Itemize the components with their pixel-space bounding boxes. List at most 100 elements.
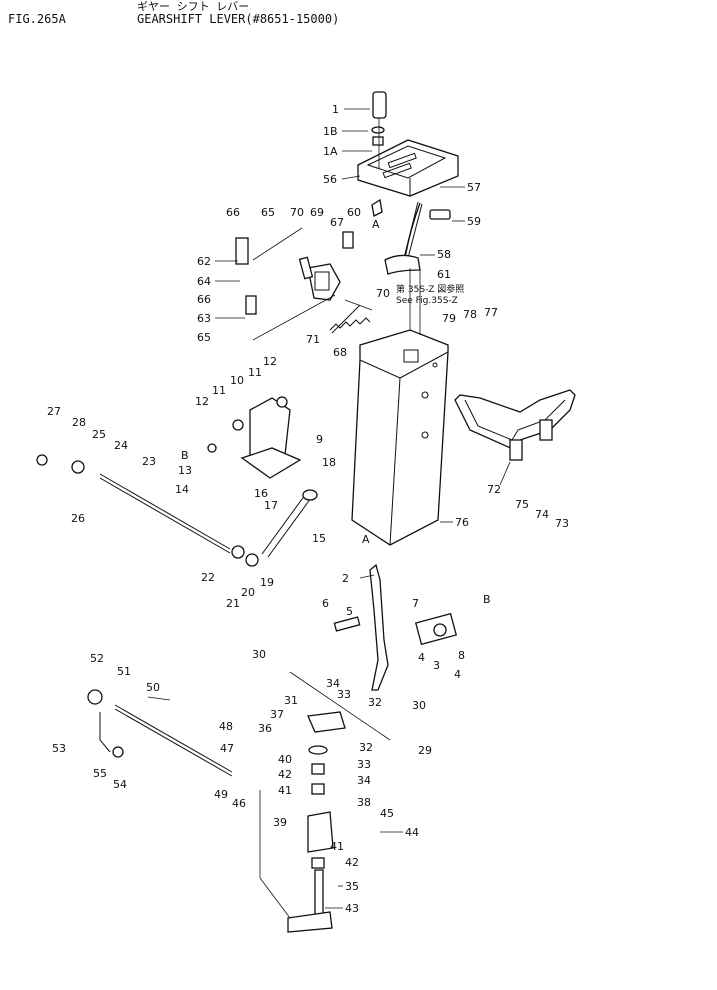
diagram-title: GEARSHIFT LEVER(#8651-15000): [137, 12, 340, 26]
callout-9: 9: [316, 433, 323, 446]
shift-cover-part: [357, 139, 459, 197]
callout-53: 53: [52, 742, 66, 755]
callout-70b: 70: [376, 287, 390, 300]
callout-8: 8: [458, 649, 465, 662]
callout-47: 47: [220, 742, 234, 755]
callout-16: 16: [254, 487, 268, 500]
callout-45: 45: [380, 807, 394, 820]
callout-51: 51: [117, 665, 131, 678]
callout-30a: 30: [252, 648, 266, 661]
callout-11a: 11: [248, 366, 262, 379]
callout-69: 69: [310, 206, 324, 219]
callout-50: 50: [146, 681, 160, 694]
callout-6: 6: [322, 597, 329, 610]
callout-5: 5: [346, 605, 353, 618]
callout-34a: 34: [326, 677, 340, 690]
callout-15: 15: [312, 532, 326, 545]
callout-44: 44: [405, 826, 419, 839]
callout-13: 13: [178, 464, 192, 477]
callout-65b: 65: [197, 331, 211, 344]
callout-77: 77: [484, 306, 498, 319]
callout-4b: 4: [454, 668, 461, 681]
callout-52: 52: [90, 652, 104, 665]
callout-54: 54: [113, 778, 127, 791]
callout-28: 28: [72, 416, 86, 429]
callout-33a: 33: [337, 688, 351, 701]
callout-36: 36: [258, 722, 272, 735]
callout-30b: 30: [412, 699, 426, 712]
callout-26: 26: [71, 512, 85, 525]
callout-62: 62: [197, 255, 211, 268]
callout-12a: 12: [263, 355, 277, 368]
callout-23: 23: [142, 455, 156, 468]
marker-a1: A: [362, 533, 370, 546]
callout-20: 20: [241, 586, 255, 599]
reference-note-jp: 第 35S-Z 図参照: [396, 283, 464, 295]
callout-60: 60: [347, 206, 361, 219]
callout-49: 49: [214, 788, 228, 801]
callout-37: 37: [270, 708, 284, 721]
rod-23-part: [36, 454, 259, 567]
callout-29: 29: [418, 744, 432, 757]
callout-41a: 41: [278, 784, 292, 797]
callout-32b: 32: [359, 741, 373, 754]
figure-number: FIG.265A: [8, 12, 66, 26]
callout-39: 39: [273, 816, 287, 829]
callout-19: 19: [260, 576, 274, 589]
callout-74: 74: [535, 508, 549, 521]
callout-43: 43: [345, 902, 359, 915]
callout-75: 75: [515, 498, 529, 511]
shift-lever-rod: [403, 201, 451, 259]
marker-b1: B: [181, 449, 189, 462]
callout-61: 61: [437, 268, 451, 281]
callout-1a: 1A: [323, 145, 338, 158]
callout-57: 57: [467, 181, 481, 194]
callout-17: 17: [264, 499, 278, 512]
callout-31: 31: [284, 694, 298, 707]
lower-lever-part: [333, 563, 458, 691]
callout-18: 18: [322, 456, 336, 469]
callout-25: 25: [92, 428, 106, 441]
callout-24: 24: [114, 439, 128, 452]
column-housing-part: [351, 329, 449, 546]
callout-65a: 65: [261, 206, 275, 219]
callout-labels: 1 1B 1A 56 57 59 58 61 60 70 69 67 66 65…: [47, 103, 569, 915]
reference-note-en: See Fig.35S-Z: [396, 296, 458, 306]
callout-33b: 33: [357, 758, 371, 771]
callout-63: 63: [197, 312, 211, 325]
marker-a2: A: [372, 218, 380, 231]
callout-79: 79: [442, 312, 456, 325]
callout-72: 72: [487, 483, 501, 496]
callout-21: 21: [226, 597, 240, 610]
callout-12b: 12: [195, 395, 209, 408]
callout-71: 71: [306, 333, 320, 346]
knob-part: [371, 91, 387, 146]
callout-38: 38: [357, 796, 371, 809]
guard-frame-part: [454, 389, 576, 461]
lever-bracket-part: [235, 198, 421, 315]
callout-73: 73: [555, 517, 569, 530]
callout-46: 46: [232, 797, 246, 810]
bellcrank-part: [287, 711, 346, 933]
callout-32a: 32: [368, 696, 382, 709]
callout-67: 67: [330, 216, 344, 229]
callout-34b: 34: [357, 774, 371, 787]
callout-11b: 11: [212, 384, 226, 397]
callout-35: 35: [345, 880, 359, 893]
callout-41b: 41: [330, 840, 344, 853]
bracket-9-part: [207, 396, 302, 479]
callout-66b: 66: [197, 293, 211, 306]
callout-27: 27: [47, 405, 61, 418]
callout-55: 55: [93, 767, 107, 780]
callout-76: 76: [455, 516, 469, 529]
callout-40: 40: [278, 753, 292, 766]
callout-1: 1: [332, 103, 339, 116]
callout-1b: 1B: [323, 125, 338, 138]
callout-42b: 42: [345, 856, 359, 869]
callout-59: 59: [467, 215, 481, 228]
callout-3: 3: [433, 659, 440, 672]
rod-50-part: [87, 689, 233, 777]
spring-part: [329, 304, 371, 334]
rod-15-part: [261, 489, 318, 558]
